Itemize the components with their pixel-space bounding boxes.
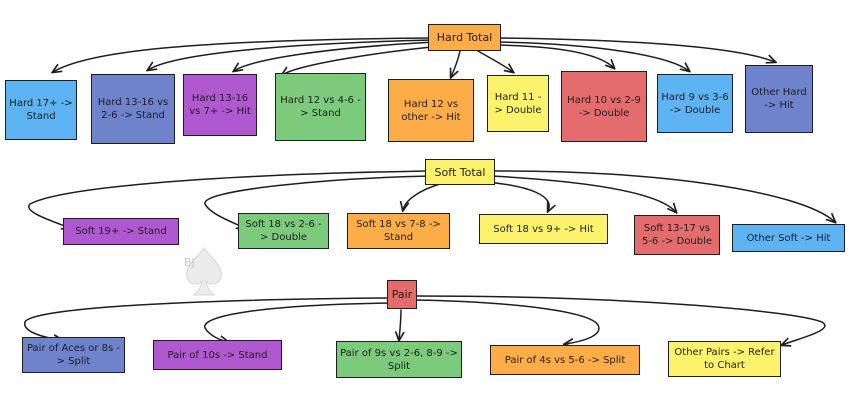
- hard-17-plus-node: Hard 17+ -> Stand: [5, 80, 77, 140]
- pair-4s-node: Pair of 4s vs 5-6 -> Split: [490, 345, 640, 375]
- other-soft-node: Other Soft -> Hit: [732, 224, 845, 252]
- edge-hard-17: [53, 37, 431, 72]
- hard-total-node: Hard Total: [428, 24, 501, 51]
- other-pairs-node: Other Pairs -> Refer to Chart: [668, 341, 781, 377]
- hard-12-vs-other-node: Hard 12 vs other -> Hit: [388, 79, 474, 142]
- edge-hard-9: [497, 41, 689, 71]
- edge-hard-12-stand: [282, 45, 443, 75]
- pair-node: Pair: [387, 280, 417, 309]
- edge-soft-13-17: [491, 175, 676, 212]
- edge-other-hard: [499, 37, 775, 62]
- hard-13-16-vs-2-6-node: Hard 13-16 vs 2-6 -> Stand: [91, 74, 175, 144]
- soft-13-17-vs-5-6-node: Soft 13-17 vs 5-6 -> Double: [634, 215, 720, 255]
- edge-pair-aces: [24, 297, 390, 340]
- hard-9-vs-3-6-node: Hard 9 vs 3-6 -> Double: [657, 74, 733, 133]
- edge-hard-10: [493, 44, 614, 68]
- pair-aces-or-8s-node: Pair of Aces or 8s -> Split: [22, 337, 125, 373]
- edge-pair-10s: [204, 302, 391, 342]
- edge-hard-13-16-hit: [234, 41, 437, 71]
- soft-total-node: Soft Total: [425, 159, 495, 185]
- hard-11-node: Hard 11 -> Double: [487, 75, 549, 132]
- edge-hard-11: [477, 50, 513, 72]
- watermark-label: BJ: [184, 256, 195, 269]
- edge-other-pairs: [415, 295, 826, 345]
- pair-9s-node: Pair of 9s vs 2-6, 8-9 -> Split: [336, 341, 462, 378]
- hard-12-vs-4-6-node: Hard 12 vs 4-6 -> Stand: [275, 73, 366, 141]
- pair-10s-node: Pair of 10s -> Stand: [153, 340, 282, 370]
- other-hard-node: Other Hard -> Hit: [745, 65, 813, 133]
- edge-other-soft: [493, 170, 835, 222]
- hard-10-vs-2-9-node: Hard 10 vs 2-9 -> Double: [561, 71, 647, 142]
- edge-hard-13-16-stand: [148, 39, 433, 70]
- edge-soft-18-double: [204, 175, 433, 228]
- soft-19-plus-node: Soft 19+ -> Stand: [63, 218, 179, 245]
- soft-18-vs-9-plus-node: Soft 18 vs 9+ -> Hit: [479, 214, 608, 244]
- edge-hard-12-hit: [451, 50, 461, 77]
- edge-pair-4s: [414, 299, 600, 344]
- spade-watermark-icon: BJ: [181, 246, 227, 298]
- edge-soft-18-stand: [403, 183, 441, 210]
- edge-soft-19: [28, 170, 428, 228]
- hard-13-16-vs-7-plus-node: Hard 13-16 vs 7+ -> Hit: [183, 74, 257, 136]
- edge-soft-18-hit: [485, 181, 549, 211]
- edge-pair-9s: [399, 309, 401, 340]
- soft-18-vs-7-8-node: Soft 18 vs 7-8 -> Stand: [347, 213, 450, 249]
- soft-18-vs-2-6-node: Soft 18 vs 2-6 -> Double: [238, 213, 329, 249]
